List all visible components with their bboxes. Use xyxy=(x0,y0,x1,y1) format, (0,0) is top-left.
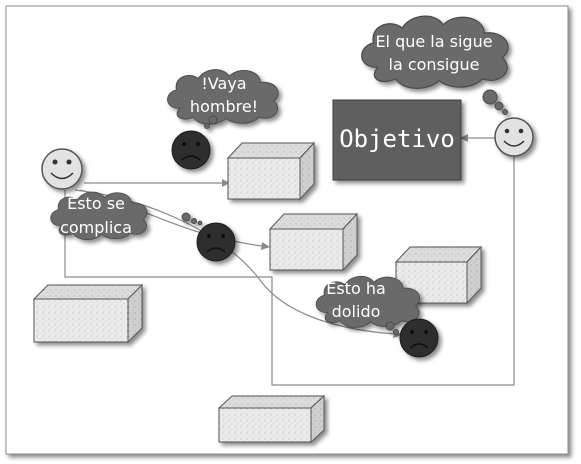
box-1 xyxy=(226,141,316,201)
goal-box: Objetivo xyxy=(332,99,462,181)
arrowhead-2 xyxy=(261,242,270,250)
thought-bubble-top-left: !Vaya hombre! xyxy=(167,69,279,129)
thought-bubble-top-right: El que la sigue la consigue xyxy=(360,15,509,115)
bubble-top-left-line-2: hombre! xyxy=(190,97,258,116)
path-to-box-3 xyxy=(74,189,396,335)
bubble-bottom-line-1: Esto ha xyxy=(326,279,386,298)
sad-face-icon xyxy=(399,318,439,358)
arrowhead-goal xyxy=(460,134,468,142)
goal-label: Objetivo xyxy=(339,125,455,153)
box-2 xyxy=(268,212,359,272)
bubble-top-left-line-1: !Vaya xyxy=(201,74,246,93)
bubble-top-right-line-1: El que la sigue xyxy=(375,32,492,51)
bubble-top-right-line-2: la consigue xyxy=(389,55,480,74)
path-lines xyxy=(64,134,515,386)
bubble-bottom-line-2: dolido xyxy=(332,302,381,321)
bubble-middle-left-line-2: complica xyxy=(60,218,132,237)
path-loop xyxy=(64,155,515,386)
thought-bubble-middle-left: Esto se complica xyxy=(50,191,203,241)
sad-face-icon xyxy=(196,222,236,262)
bubble-middle-left-line-1: Esto se xyxy=(67,194,125,213)
smiley-face-icon xyxy=(494,117,534,157)
box-4 xyxy=(32,283,144,344)
arrowhead-1 xyxy=(222,179,230,187)
sad-face-icon xyxy=(171,130,211,170)
box-5 xyxy=(217,394,326,444)
smiley-face-icon xyxy=(41,148,83,190)
thought-bubble-bottom: Esto ha dolido xyxy=(315,275,421,335)
